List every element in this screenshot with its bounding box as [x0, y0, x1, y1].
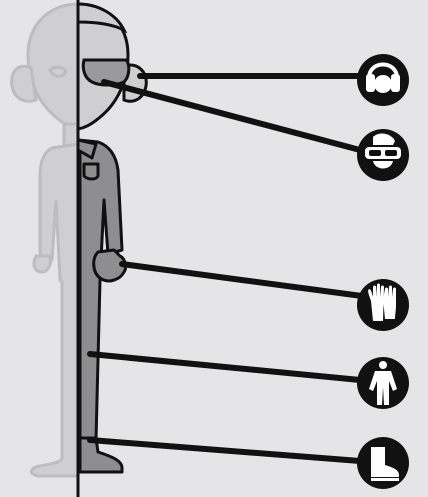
eye-protection-connector-line	[104, 82, 360, 150]
figure-coveralls	[78, 140, 122, 440]
safety-boot-icon	[357, 437, 409, 489]
goggles-icon	[357, 129, 409, 181]
ghost-hand	[34, 256, 51, 272]
gloves-icon	[357, 279, 409, 331]
unprotected-figure-half	[12, 4, 78, 476]
ghost-ear	[12, 66, 36, 101]
coveralls-icon	[357, 357, 409, 409]
earmuffs-icon	[357, 54, 409, 106]
ghost-eye	[50, 67, 66, 76]
protected-figure-half	[78, 4, 146, 472]
figure-pocket	[84, 164, 98, 179]
body-protection-connector-line	[90, 354, 360, 380]
hand-protection-connector-line	[122, 264, 362, 296]
ghost-torso	[31, 144, 78, 476]
connector-lines	[90, 76, 362, 461]
foot-protection-connector-line	[90, 440, 360, 461]
